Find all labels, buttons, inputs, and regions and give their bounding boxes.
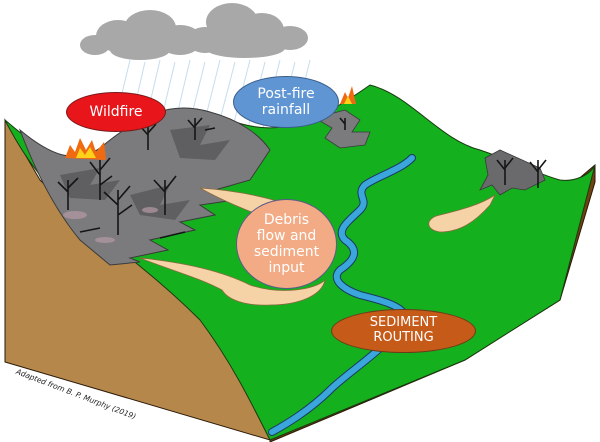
- river-water: [269, 155, 415, 435]
- fire-icon: [65, 86, 356, 160]
- cloud-icon: [80, 3, 308, 60]
- rainfall-label-line1: Post-fire: [257, 85, 315, 102]
- debris-flow-label: Debris flow and sediment input: [236, 199, 337, 289]
- post-fire-rainfall-label: Post-fire rainfall: [233, 76, 339, 128]
- debris-label-line3: sediment: [253, 244, 320, 260]
- routing-label-line1: SEDIMENT: [369, 315, 438, 331]
- rainfall-label-line2: rainfall: [261, 102, 311, 118]
- debris-fans: [139, 187, 497, 306]
- burned-trees: [57, 117, 547, 239]
- wildfire-label-text: Wildfire: [89, 103, 143, 120]
- debris-label-line4: input: [268, 260, 305, 277]
- sediment-routing-label: SEDIMENT ROUTING: [331, 309, 476, 353]
- burned-patch-right: [479, 149, 546, 196]
- ash-patches: [63, 207, 158, 243]
- debris-label-line2: flow and: [256, 227, 317, 244]
- debris-label-line1: Debris: [263, 211, 310, 228]
- burned-patch-upper: [313, 109, 371, 149]
- wildfire-label: Wildfire: [66, 92, 166, 132]
- routing-label-line2: ROUTING: [373, 330, 434, 345]
